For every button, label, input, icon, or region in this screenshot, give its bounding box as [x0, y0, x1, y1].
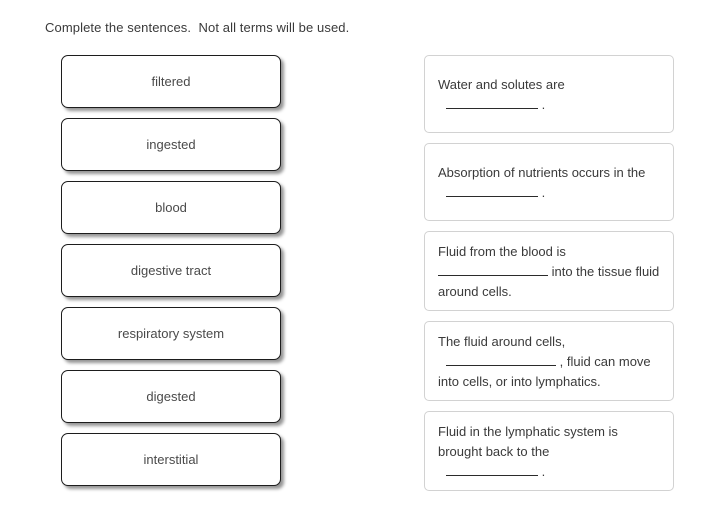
answer-blank[interactable]: [446, 185, 538, 197]
sentence-line: Fluid in the lymphatic system is: [438, 423, 618, 439]
sentence-line-with-blank: .: [438, 462, 660, 482]
term-label: digestive tract: [130, 262, 212, 278]
answer-blank[interactable]: [446, 464, 538, 476]
sentence-line-text: , fluid can move: [556, 353, 651, 369]
sentence-drop-target[interactable]: Fluid from the blood is into the tissue …: [424, 231, 674, 311]
sentence-line-text: .: [538, 96, 546, 112]
sentence-line-text: .: [538, 184, 546, 200]
sentence-line: into cells, or into lymphatics.: [438, 373, 601, 389]
term-tile[interactable]: blood: [61, 181, 281, 234]
term-tile[interactable]: interstitial: [61, 433, 281, 486]
sentence-line: Water and solutes are: [438, 76, 565, 92]
answer-blank[interactable]: [446, 354, 556, 366]
sentence-line-with-blank: .: [438, 95, 660, 115]
sentence-drop-target[interactable]: Water and solutes are .: [424, 55, 674, 133]
term-tile[interactable]: respiratory system: [61, 307, 281, 360]
instruction-text: Complete the sentences. Not all terms wi…: [45, 20, 350, 35]
sentence-line-text: into the tissue fluid: [548, 263, 660, 279]
sentence-line: The fluid around cells,: [438, 333, 566, 349]
term-label: filtered: [151, 73, 191, 89]
term-label: blood: [155, 199, 187, 215]
answer-blank[interactable]: [446, 97, 538, 109]
sentence-line-with-blank: into the tissue fluid: [438, 262, 660, 282]
answer-blank[interactable]: [438, 264, 548, 276]
sentence-line: Fluid from the blood is: [438, 243, 566, 259]
sentence-drop-target[interactable]: Absorption of nutrients occurs in the .: [424, 143, 674, 221]
term-tile[interactable]: digested: [61, 370, 281, 423]
sentence-line-with-blank: , fluid can move: [438, 352, 660, 372]
term-tile[interactable]: ingested: [61, 118, 281, 171]
term-tile[interactable]: digestive tract: [61, 244, 281, 297]
sentence-drop-target[interactable]: The fluid around cells, , fluid can move…: [424, 321, 674, 401]
term-label: interstitial: [143, 451, 199, 467]
sentence-line: around cells.: [438, 283, 512, 299]
term-label: ingested: [146, 136, 196, 152]
sentences-column: Water and solutes are .Absorption of nut…: [424, 55, 674, 501]
term-label: respiratory system: [117, 325, 225, 341]
terms-column: filtered ingested blood digestive tract resp…: [61, 55, 281, 496]
sentence-line-with-blank: .: [438, 183, 660, 203]
sentence-drop-target[interactable]: Fluid in the lymphatic system is brought …: [424, 411, 674, 491]
term-label: digested: [146, 388, 196, 404]
sentence-line: brought back to the: [438, 443, 550, 459]
term-tile[interactable]: filtered: [61, 55, 281, 108]
sentence-line-text: .: [538, 463, 546, 479]
sentence-line: Absorption of nutrients occurs in the: [438, 164, 646, 180]
